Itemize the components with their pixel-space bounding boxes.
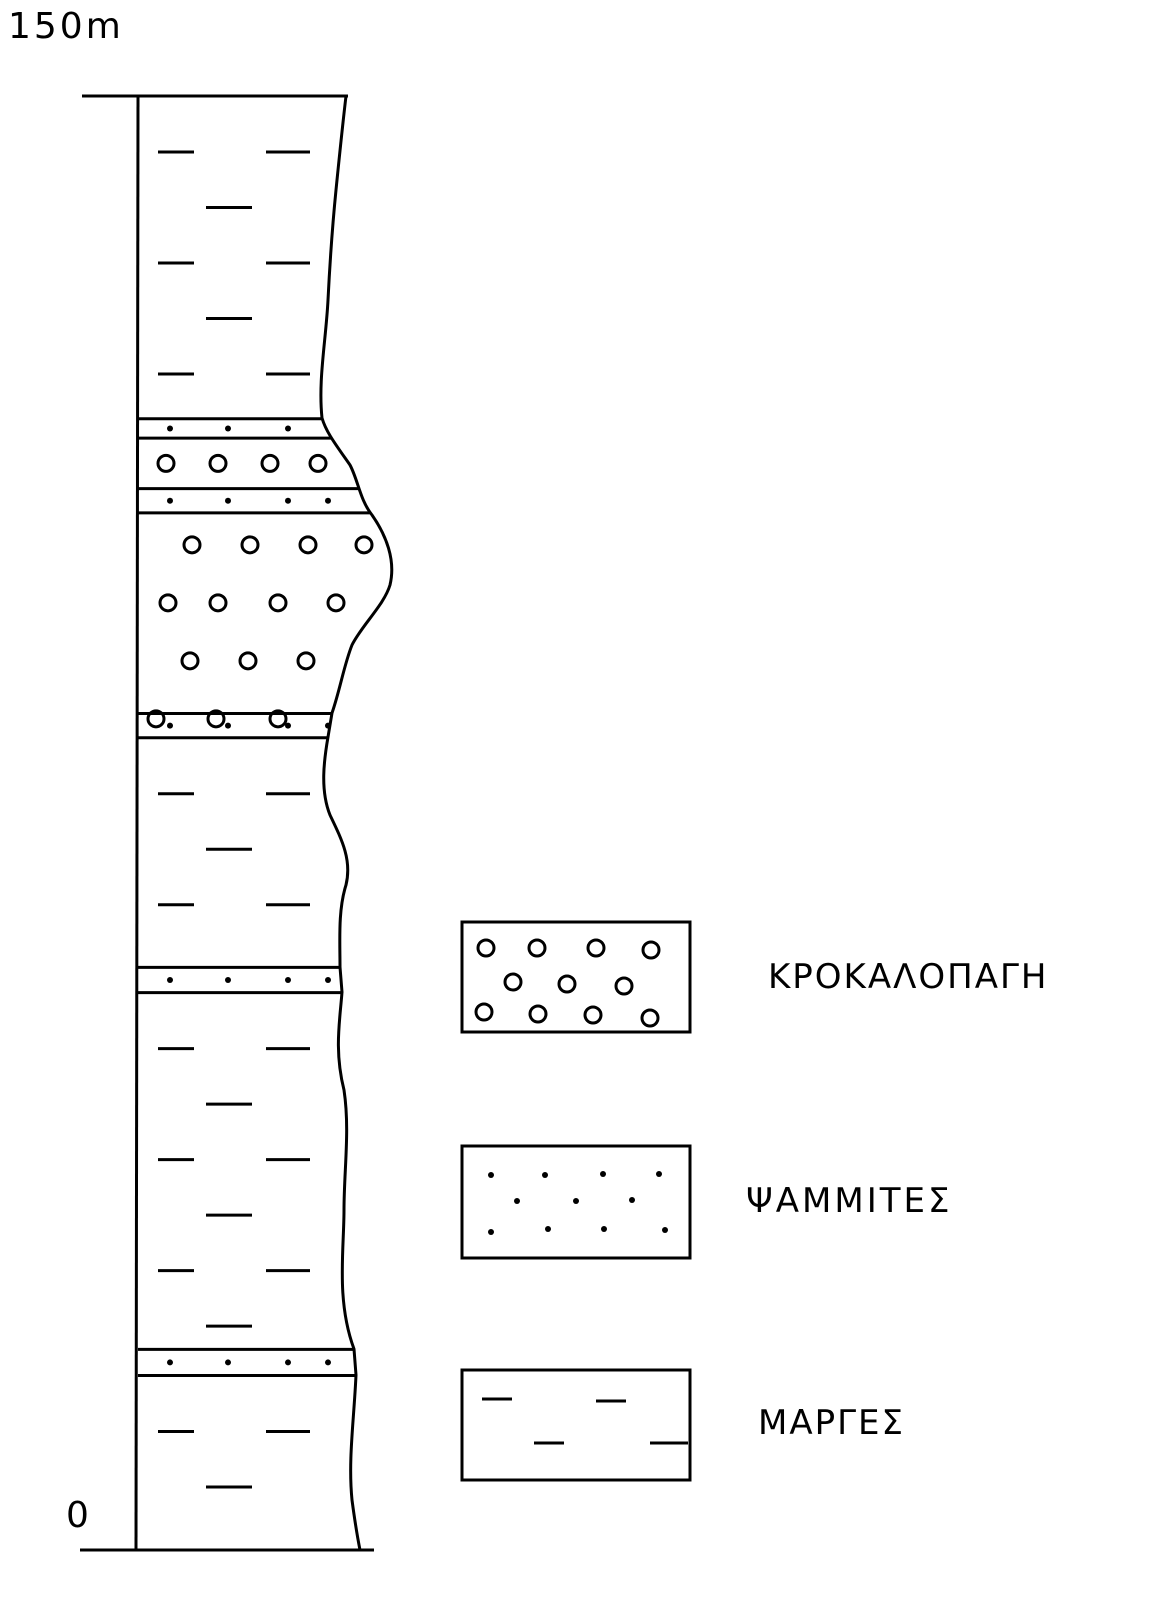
sand-dot-mark [167, 977, 173, 984]
sand-dot-mark [573, 1198, 579, 1204]
pebble-circle-mark [298, 535, 318, 555]
sand-dot-mark [225, 497, 231, 504]
pebble-circle-mark [240, 535, 260, 555]
pebble-circle-mark [474, 1002, 494, 1022]
legend-label-marl: ΜΑΡΓΕΣ [758, 1403, 905, 1443]
pebble-circle-mark [208, 453, 228, 473]
sand-dot-mark [325, 497, 331, 504]
pebble-circle-mark [156, 453, 176, 473]
sand-dot-mark [542, 1172, 548, 1178]
legend-item-marl: ΜΑΡΓΕΣ [460, 1368, 905, 1482]
layer-conglomerate [146, 535, 374, 729]
pebble-circle-mark [268, 709, 288, 729]
scale-bottom-label: 0 [66, 1495, 89, 1536]
scale-top-label: 150m [8, 6, 124, 47]
sand-dot-mark [629, 1197, 635, 1203]
legend-swatch-marl [460, 1368, 692, 1482]
legend: ΚΡΟΚΑΛΟΠΑΓΗ ΨΑΜΜΙΤΕΣ ΜΑΡΓΕΣ [460, 920, 1048, 1482]
sand-dot-mark [656, 1171, 662, 1177]
pebble-circle-mark [586, 938, 606, 958]
sand-dot-mark [285, 425, 291, 432]
pebble-circle-mark [527, 938, 547, 958]
legend-item-conglomerate: ΚΡΟΚΑΛΟΠΑΓΗ [460, 920, 1048, 1034]
layer-marl [158, 792, 310, 907]
column-right-edge [319, 95, 394, 1551]
pebble-circle-mark [614, 976, 634, 996]
sand-dot-mark [285, 497, 291, 504]
sand-dot-mark [225, 977, 231, 984]
layer-marl [158, 1047, 310, 1328]
legend-label-sandstone: ΨΑΜΜΙΤΕΣ [746, 1181, 952, 1221]
sand-dot-mark [225, 722, 231, 729]
sand-dot-mark [167, 722, 173, 729]
sand-dot-mark [167, 1359, 173, 1366]
pebble-circle-mark [583, 1005, 603, 1025]
pebble-circle-mark [208, 593, 228, 613]
legend-label-conglomerate: ΚΡΟΚΑΛΟΠΑΓΗ [768, 957, 1048, 997]
sand-dot-mark [225, 425, 231, 432]
pebble-circle-mark [557, 974, 577, 994]
pebble-circle-mark [182, 535, 202, 555]
sand-dot-mark [285, 1359, 291, 1366]
sand-dot-mark [600, 1171, 606, 1177]
pebble-circle-mark [528, 1004, 548, 1024]
legend-item-sandstone: ΨΑΜΜΙΤΕΣ [460, 1144, 952, 1260]
sand-dot-mark [167, 497, 173, 504]
sand-dot-mark [325, 977, 331, 984]
pebble-circle-mark [146, 709, 166, 729]
pebble-circle-mark [476, 938, 496, 958]
pebble-circle-mark [308, 453, 328, 473]
column-left-edge [134, 95, 140, 1551]
column-fill [146, 150, 374, 1489]
sand-dot-mark [167, 425, 173, 432]
pebble-circle-mark [268, 593, 288, 613]
pebble-circle-mark [260, 453, 280, 473]
pebble-circle-mark [354, 535, 374, 555]
pebble-circle-mark [296, 651, 316, 671]
sand-dot-mark [488, 1172, 494, 1178]
pebble-circle-mark [206, 709, 226, 729]
layer-sandstone [167, 722, 331, 729]
sand-dot-mark [545, 1226, 551, 1232]
sand-dot-mark [514, 1198, 520, 1204]
pebble-circle-mark [641, 940, 661, 960]
layer-boundaries [138, 417, 392, 1378]
layer-sandstone [167, 977, 331, 984]
layer-marl [158, 1430, 310, 1489]
legend-swatch-conglomerate [460, 920, 692, 1034]
sand-dot-mark [285, 977, 291, 984]
pebble-circle-mark [180, 651, 200, 671]
layer-conglomerate [156, 453, 328, 473]
pebble-circle-mark [503, 972, 523, 992]
sand-dot-mark [488, 1229, 494, 1235]
sand-dot-mark [325, 1359, 331, 1366]
sand-dot-mark [225, 1359, 231, 1366]
layer-sandstone [167, 1359, 331, 1366]
pebble-circle-mark [238, 651, 258, 671]
sand-dot-mark [662, 1227, 668, 1233]
pebble-circle-mark [158, 593, 178, 613]
sand-dot-mark [601, 1226, 607, 1232]
pebble-circle-mark [640, 1008, 660, 1028]
legend-swatch-sandstone [460, 1144, 692, 1260]
layer-marl [158, 150, 310, 376]
layer-sandstone [167, 497, 331, 504]
sand-dot-mark [285, 722, 291, 729]
pebble-circle-mark [326, 593, 346, 613]
layer-sandstone [167, 425, 331, 432]
